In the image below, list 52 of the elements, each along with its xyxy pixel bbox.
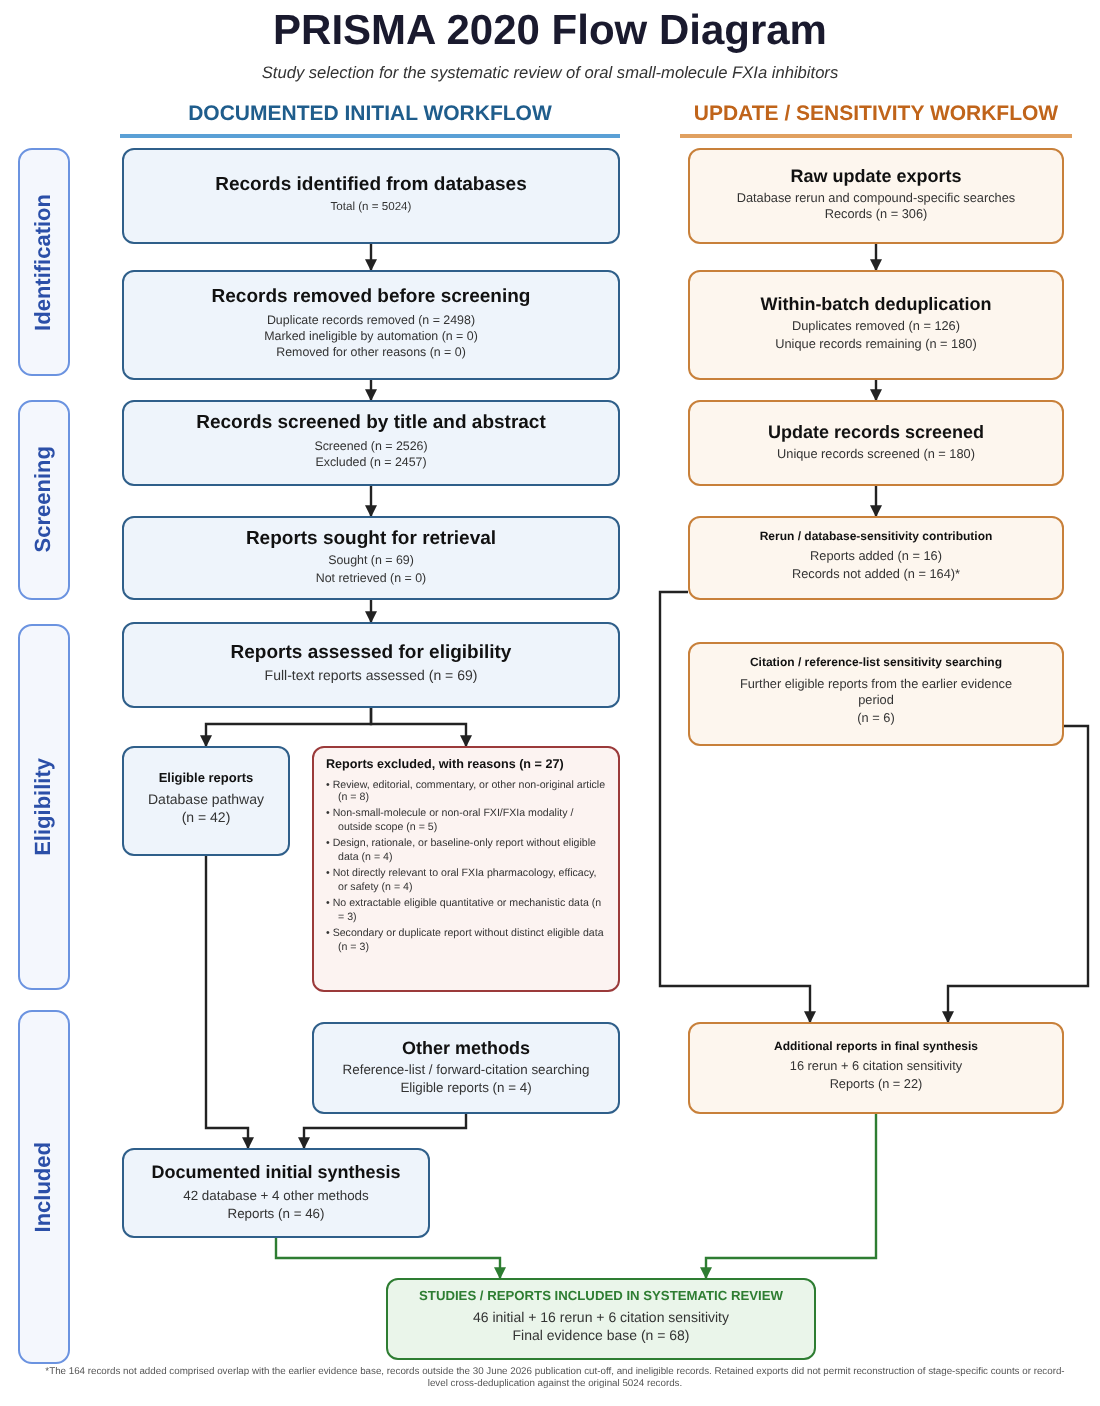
box-heading: Records identified from databases bbox=[215, 174, 527, 198]
process-box bbox=[122, 516, 620, 600]
arrow bbox=[274, 1238, 506, 1280]
arrow bbox=[658, 590, 816, 1024]
box-heading: Raw update exports bbox=[790, 165, 962, 188]
arrow bbox=[204, 856, 254, 1150]
process-box bbox=[122, 1148, 430, 1238]
phase-label: Identification bbox=[32, 193, 56, 331]
box-heading: Records screened by title and abstract bbox=[196, 412, 546, 436]
box-heading: Records removed before screening bbox=[211, 286, 531, 310]
arrow bbox=[365, 244, 377, 272]
column-heading: UPDATE / SENSITIVITY WORKFLOW bbox=[691, 102, 1061, 130]
box-heading: Documented initial synthesis bbox=[151, 1162, 401, 1184]
process-box bbox=[688, 1022, 1064, 1114]
process-box bbox=[122, 746, 290, 856]
arrow bbox=[298, 1114, 468, 1150]
process-box bbox=[688, 516, 1064, 600]
phase-label: Eligibility bbox=[32, 758, 56, 856]
arrow bbox=[870, 486, 882, 518]
subtitle: Study selection for the systematic review of oral small-molecule FXIa inhibitors bbox=[259, 62, 841, 84]
arrow bbox=[365, 486, 377, 518]
box-heading: Other methods bbox=[401, 1037, 530, 1059]
process-box bbox=[312, 1022, 620, 1114]
phase-label: Included bbox=[32, 1141, 56, 1233]
arrow bbox=[870, 380, 882, 402]
phase-band bbox=[18, 400, 70, 600]
arrow bbox=[369, 708, 472, 748]
process-box bbox=[688, 400, 1064, 486]
phase-label: Screening bbox=[32, 446, 56, 554]
phase-band bbox=[18, 624, 70, 990]
arrow bbox=[870, 244, 882, 272]
arrow bbox=[942, 724, 1090, 1024]
process-box bbox=[122, 148, 620, 244]
process-box bbox=[688, 148, 1064, 244]
process-box bbox=[312, 746, 620, 992]
arrow bbox=[365, 600, 377, 624]
process-box bbox=[122, 622, 620, 708]
box-heading: Within-batch deduplication bbox=[760, 294, 992, 317]
box-heading: Reports sought for retrieval bbox=[245, 527, 497, 551]
process-box bbox=[386, 1278, 816, 1360]
arrow bbox=[700, 1114, 878, 1280]
process-box bbox=[122, 270, 620, 380]
arrow bbox=[365, 380, 377, 402]
phase-band bbox=[18, 1010, 70, 1364]
process-box bbox=[122, 400, 620, 486]
phase-band bbox=[18, 148, 70, 376]
column-heading: DOCUMENTED INITIAL WORKFLOW bbox=[186, 102, 554, 130]
box-heading: Reports assessed for eligibility bbox=[230, 642, 512, 665]
process-box bbox=[688, 642, 1064, 746]
title: PRISMA 2020 Flow Diagram bbox=[271, 8, 829, 56]
box-heading: Update records screened bbox=[767, 421, 985, 444]
process-box bbox=[688, 270, 1064, 380]
